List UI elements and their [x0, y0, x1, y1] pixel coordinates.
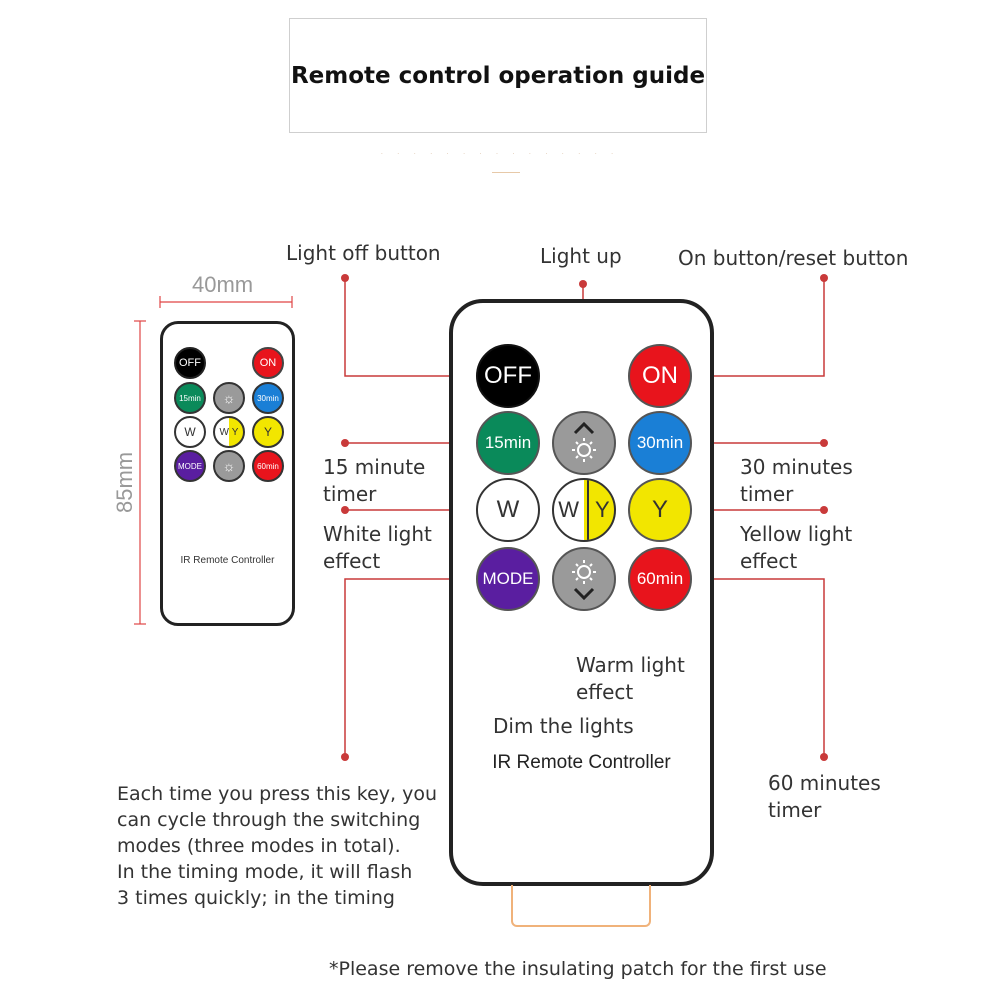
label-30min-timer: 30 minutes timer: [740, 455, 853, 506]
white-button[interactable]: W: [476, 478, 540, 542]
label-15min-timer: 15 minute timer: [323, 455, 426, 506]
leader-off: [344, 278, 478, 377]
insulating-patch-tab: [511, 885, 651, 927]
small-30min-button: 30min: [252, 382, 284, 414]
small-w-button: W: [174, 416, 206, 448]
title-box: Remote control operation guide: [289, 18, 707, 133]
off-button[interactable]: OFF: [476, 344, 540, 408]
label-light-off: Light off button: [286, 241, 441, 265]
label-60min-timer: 60 minutes timer: [768, 771, 881, 822]
label-light-up: Light up: [540, 244, 622, 268]
label-dim-lights: Dim the lights: [493, 714, 634, 738]
60min-button[interactable]: 60min: [628, 547, 692, 611]
small-wy-button: W Y: [213, 416, 245, 448]
label-yellow-light: Yellow light effect: [740, 522, 853, 573]
small-on-button: ON: [252, 347, 284, 379]
small-brightness-up-icon: ☼: [213, 382, 245, 414]
wy-divider: [587, 480, 590, 540]
height-dimension-label: 85mm: [112, 451, 137, 513]
footnote: *Please remove the insulating patch for …: [329, 958, 827, 980]
wy-y-label: Y: [595, 497, 610, 522]
small-y-button: Y: [252, 416, 284, 448]
small-off-button: OFF: [174, 347, 206, 379]
subtitle-underline: [492, 172, 520, 173]
width-dimension-label: 40mm: [192, 272, 254, 297]
small-brightness-down-icon: ☼: [213, 450, 245, 482]
on-button[interactable]: ON: [628, 344, 692, 408]
brightness-up-icon: [572, 421, 596, 462]
small-mode-button: MODE: [174, 450, 206, 482]
brightness-up-button[interactable]: [552, 411, 616, 475]
label-warm-light: Warm light effect: [576, 653, 685, 704]
large-remote-label: IR Remote Controller: [492, 752, 671, 773]
small-15min-button: 15min: [174, 382, 206, 414]
mode-button[interactable]: MODE: [476, 547, 540, 611]
page-title: Remote control operation guide: [290, 62, 706, 89]
label-on-reset: On button/reset button: [678, 246, 909, 270]
small-remote-label: IR Remote Controller: [180, 555, 275, 566]
30min-button[interactable]: 30min: [628, 411, 692, 475]
small-60min-button: 60min: [252, 450, 284, 482]
leader-on: [690, 278, 825, 377]
leader-60: [690, 578, 825, 757]
label-white-light: White light effect: [323, 522, 432, 573]
subtitle-decoration: · · · · · · · · · · · · · · ·: [380, 150, 620, 158]
wy-w-label: W: [558, 497, 580, 522]
mode-description: Each time you press this key, you can cy…: [117, 783, 438, 909]
warm-white-yellow-button[interactable]: W Y: [552, 478, 616, 542]
yellow-button[interactable]: Y: [628, 478, 692, 542]
brightness-down-button[interactable]: [552, 547, 616, 611]
brightness-down-icon: [572, 560, 596, 601]
15min-button[interactable]: 15min: [476, 411, 540, 475]
leader-mode: [344, 578, 478, 757]
